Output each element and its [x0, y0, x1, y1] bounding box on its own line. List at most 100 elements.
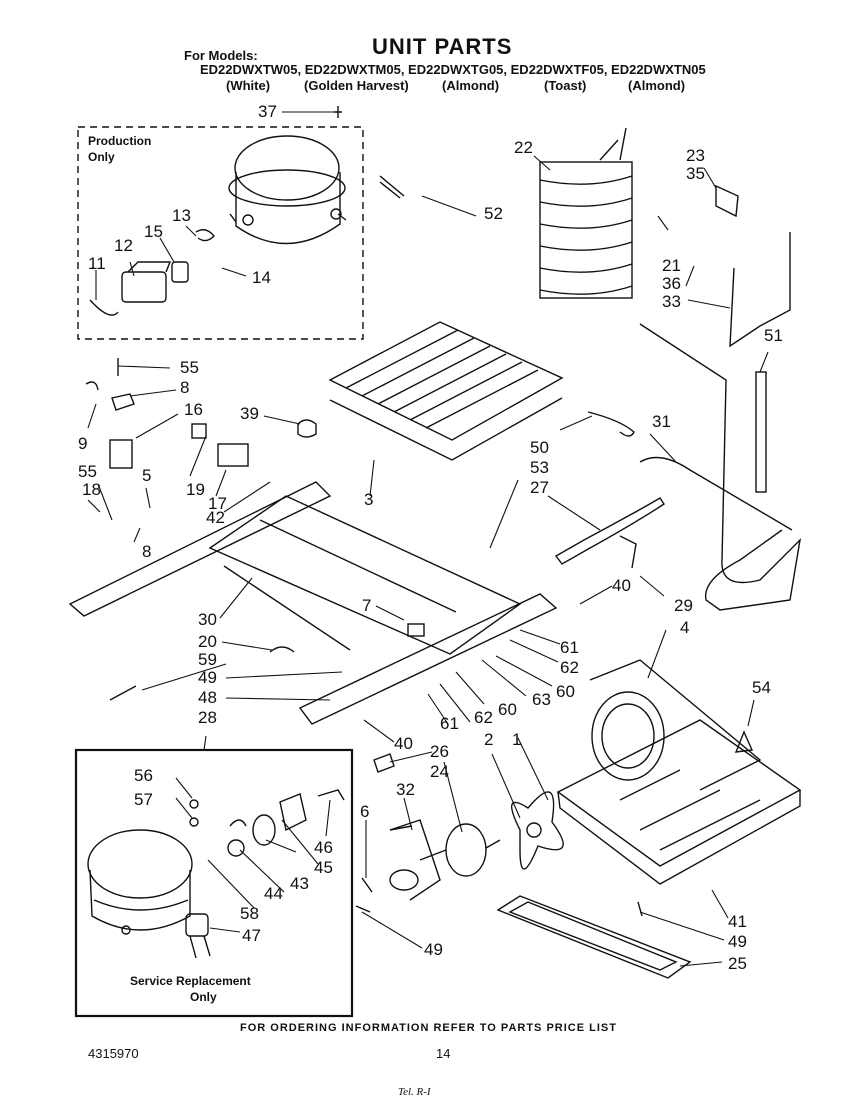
callout-55-b: 55 — [78, 462, 97, 481]
clip-9 — [85, 381, 99, 391]
callout-3: 3 — [364, 490, 374, 509]
spring-59 — [109, 685, 137, 701]
callout-18: 18 — [82, 480, 101, 499]
clip-20 — [269, 646, 295, 653]
callout-1: 1 — [512, 730, 522, 749]
ordering-note: FOR ORDERING INFORMATION REFER TO PARTS … — [240, 1022, 617, 1034]
screw-54 — [734, 730, 754, 753]
callout-41: 41 — [728, 912, 747, 931]
callout-19: 19 — [186, 480, 205, 499]
page-number: 14 — [436, 1046, 451, 1061]
bracket-29 — [619, 535, 637, 569]
bracket-23 — [715, 184, 739, 218]
callout-37: 37 — [258, 102, 277, 121]
clip-26 — [373, 753, 395, 773]
callout-36: 36 — [662, 274, 681, 293]
callout-5: 5 — [142, 466, 152, 485]
callout-33: 33 — [662, 292, 681, 311]
document-number: 4315970 — [88, 1046, 139, 1061]
callout-25: 25 — [728, 954, 747, 973]
callout-4: 4 — [680, 618, 690, 637]
condenser-coil — [328, 321, 564, 461]
callout-49-c: 49 — [424, 940, 443, 959]
callout-35: 35 — [686, 164, 705, 183]
variant-almond: (Almond) — [442, 78, 500, 93]
callout-46: 46 — [314, 838, 333, 857]
callout-49-b: 49 — [728, 932, 747, 951]
callout-8-b: 8 — [142, 542, 152, 561]
callout-20: 20 — [198, 632, 217, 651]
tube-31-b — [639, 456, 793, 531]
callout-32: 32 — [396, 780, 415, 799]
block-17 — [217, 443, 249, 467]
drier-27 — [554, 497, 665, 565]
relay-parts-service — [189, 789, 345, 857]
callout-42: 42 — [206, 508, 225, 527]
callout-16: 16 — [184, 400, 203, 419]
callout-52: 52 — [484, 204, 503, 223]
fan-motor — [389, 819, 501, 901]
base-pan — [556, 659, 802, 885]
callout-28: 28 — [198, 708, 217, 727]
screw-41 — [637, 901, 643, 917]
evaporator-coil — [539, 127, 633, 299]
screw-37 — [334, 106, 342, 118]
callout-23: 23 — [686, 146, 705, 165]
variant-white: (White) — [226, 78, 271, 93]
screw-6 — [355, 877, 373, 913]
service-replacement-box — [74, 748, 354, 1018]
bracket-32 — [389, 825, 413, 831]
callout-15: 15 — [144, 222, 163, 241]
callout-12: 12 — [114, 236, 133, 255]
callout-40-b: 40 — [394, 734, 413, 753]
callout-40: 40 — [612, 576, 631, 595]
callout-61-b: 61 — [440, 714, 459, 733]
callout-48: 48 — [198, 688, 217, 707]
production-label-line2: Only — [88, 150, 115, 164]
callout-53: 53 — [530, 458, 549, 477]
callout-24: 24 — [430, 762, 449, 781]
production-only-box — [77, 126, 364, 340]
clip-7 — [407, 623, 425, 637]
compressor-production — [228, 135, 347, 245]
service-label-line2: Only — [190, 990, 217, 1004]
callout-62: 62 — [560, 658, 579, 677]
leader-lines — [87, 111, 769, 967]
callout-9: 9 — [78, 434, 88, 453]
page-title: UNIT PARTS — [372, 34, 513, 59]
callout-60: 60 — [556, 682, 575, 701]
block-16 — [109, 439, 133, 469]
callout-22: 22 — [514, 138, 533, 157]
relay-parts-production — [89, 229, 215, 316]
callout-45: 45 — [314, 858, 333, 877]
fan-blade — [511, 791, 564, 870]
frame-rails — [68, 481, 558, 725]
production-label-line1: Production — [88, 134, 152, 148]
tube-31 — [639, 323, 802, 611]
callout-44: 44 — [264, 884, 283, 903]
callout-61: 61 — [560, 638, 579, 657]
callout-49: 49 — [198, 668, 217, 687]
callout-39: 39 — [240, 404, 259, 423]
drain-pan — [496, 895, 692, 979]
callout-54: 54 — [752, 678, 771, 697]
service-label-line1: Service Replacement — [130, 974, 251, 988]
handwritten-note: Tel. R-I — [398, 1086, 431, 1098]
callout-31: 31 — [652, 412, 671, 431]
callout-26: 26 — [430, 742, 449, 761]
variant-golden-harvest: (Golden Harvest) — [304, 78, 409, 93]
models-label: For Models: — [184, 48, 258, 63]
callout-57: 57 — [134, 790, 153, 809]
grommet-39 — [297, 419, 317, 438]
callout-58: 58 — [240, 904, 259, 923]
tube-33 — [729, 232, 791, 348]
callout-14: 14 — [252, 268, 271, 287]
callout-62-b: 62 — [474, 708, 493, 727]
callout-59: 59 — [198, 650, 217, 669]
callout-7: 7 — [362, 596, 372, 615]
clip-50 — [587, 411, 635, 437]
callout-8: 8 — [180, 378, 190, 397]
callout-47: 47 — [242, 926, 261, 945]
callout-2: 2 — [484, 730, 494, 749]
